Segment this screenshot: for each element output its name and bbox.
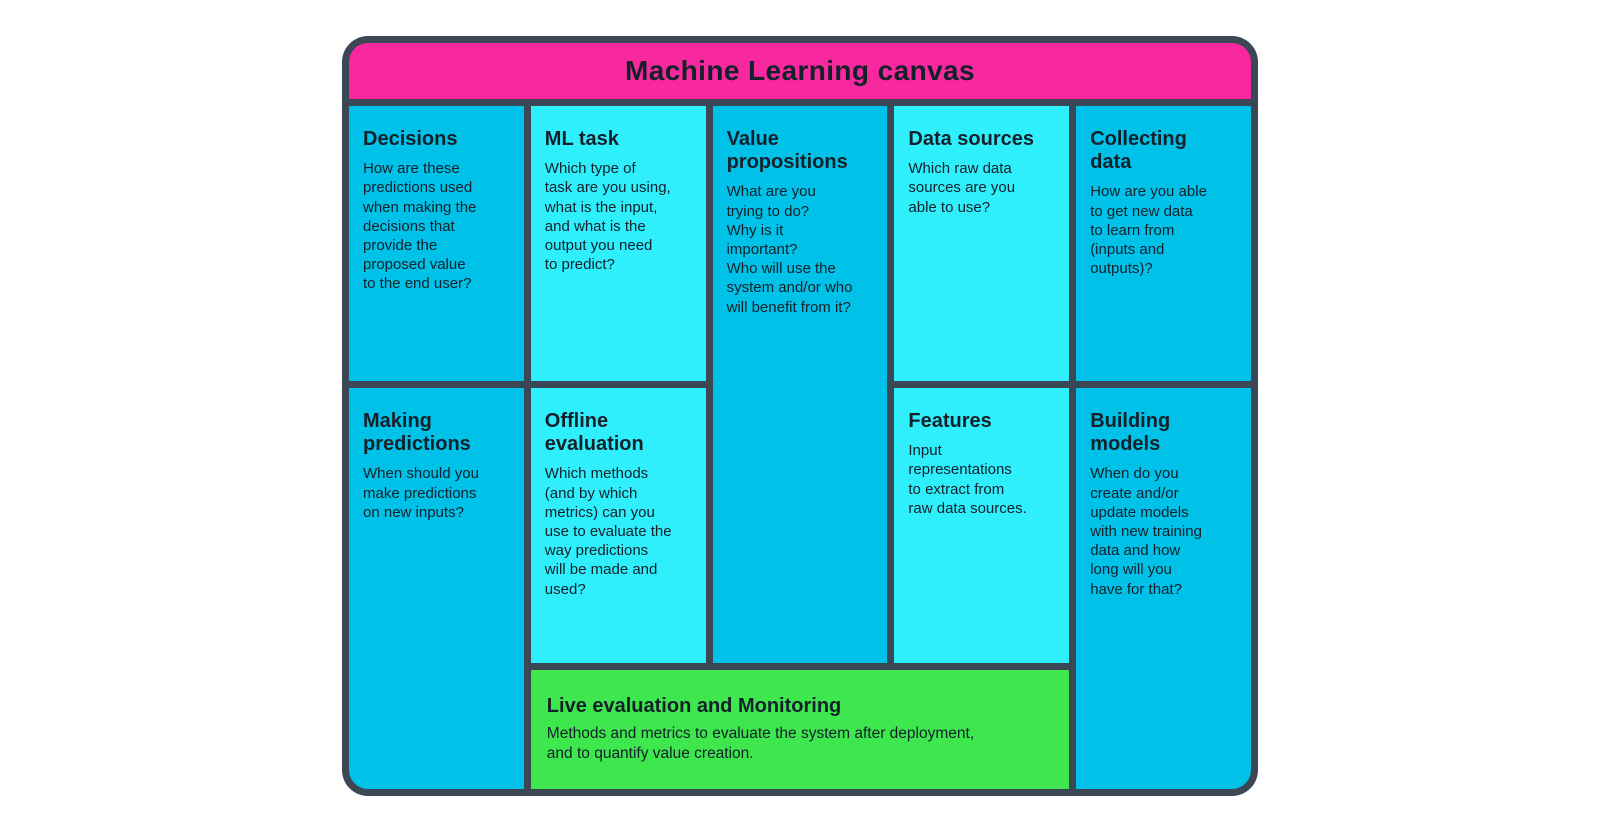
cell-collecting-data: Collecting data How are you able to get …	[1076, 106, 1251, 381]
board-grid: Decisions How are these predictions used…	[349, 106, 1251, 789]
cell-offline-evaluation: Offline evaluation Which methods (and by…	[530, 388, 706, 663]
cell-making-predictions: Making predictions When should you make …	[349, 388, 524, 789]
ml-canvas-board: Machine Learning canvas Decisions How ar…	[342, 36, 1258, 796]
cell-value-propositions-title: Value propositions	[726, 128, 848, 174]
cell-collecting-data-title: Collecting data	[1090, 128, 1187, 174]
cell-making-predictions-title: Making predictions	[363, 410, 471, 456]
cell-features: Features Input representations to extrac…	[894, 388, 1070, 663]
cell-building-models-description: When do you create and/or update models …	[1090, 465, 1202, 598]
cell-decisions-title: Decisions	[363, 128, 458, 150]
cell-data-sources-description: Which raw data sources are you able to u…	[908, 160, 1016, 216]
cell-ml-task-description: Which type of task are you using, what i…	[544, 160, 671, 274]
cell-decisions-description: How are these predictions used when maki…	[363, 160, 477, 293]
cell-data-sources-title: Data sources	[908, 128, 1035, 150]
board-header: Machine Learning canvas	[349, 43, 1251, 99]
cell-data-sources: Data sources Which raw data sources are …	[894, 106, 1070, 381]
cell-features-title: Features	[908, 410, 992, 432]
cell-live-evaluation-monitoring-title: Live evaluation and Monitoring	[546, 694, 842, 717]
cell-live-evaluation-monitoring: Live evaluation and Monitoring Methods a…	[530, 670, 1070, 789]
cell-features-description: Input representations to extract from ra…	[908, 442, 1027, 517]
cell-offline-evaluation-title: Offline evaluation	[544, 410, 644, 456]
cell-building-models-title: Building models	[1090, 410, 1171, 456]
cell-making-predictions-description: When should you make predictions on new …	[363, 465, 479, 521]
cell-value-propositions: Value propositions What are you trying t…	[712, 106, 888, 663]
cell-live-evaluation-monitoring-description: Methods and metrics to evaluate the syst…	[546, 724, 975, 763]
cell-offline-evaluation-description: Which methods (and by which metrics) can…	[544, 465, 672, 598]
board-title: Machine Learning canvas	[625, 55, 975, 86]
cell-building-models: Building models When do you create and/o…	[1076, 388, 1251, 789]
cell-decisions: Decisions How are these predictions used…	[349, 106, 524, 381]
cell-ml-task: ML task Which type of task are you using…	[530, 106, 706, 381]
cell-ml-task-title: ML task	[544, 128, 619, 150]
cell-collecting-data-description: How are you able to get new data to lear…	[1090, 183, 1207, 278]
cell-value-propositions-description: What are you trying to do? Why is it imp…	[726, 183, 853, 316]
